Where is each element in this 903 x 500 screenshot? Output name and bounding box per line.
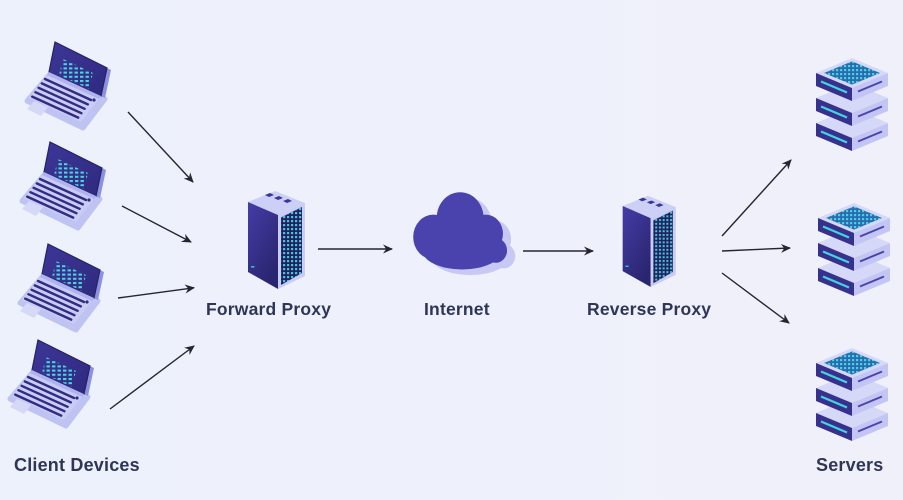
server-stack-icon	[816, 348, 888, 441]
arrow-reverse-proxy-server2	[721, 243, 791, 253]
laptop-icon	[10, 340, 94, 426]
internet-cloud-icon	[413, 192, 516, 276]
servers-label: Servers	[816, 455, 884, 475]
arrow-client2-forward-proxy	[121, 205, 192, 243]
server-stack-icon	[816, 58, 888, 151]
reverse-proxy-server-icon	[622, 195, 676, 287]
forward-proxy-label: Forward Proxy	[206, 299, 332, 319]
laptop-icon	[22, 142, 106, 228]
laptop-icon	[27, 42, 111, 128]
arrow-client1-forward-proxy	[127, 111, 194, 183]
forward-proxy-server-icon	[248, 191, 305, 289]
arrow-reverse-proxy-server3	[721, 272, 790, 324]
server-stack-icon	[818, 203, 890, 296]
arrow-client4-forward-proxy	[109, 345, 195, 410]
internet-label: Internet	[424, 299, 490, 319]
arrow-reverse-proxy-server1	[721, 159, 792, 237]
reverse-proxy-label: Reverse Proxy	[587, 299, 712, 319]
connection-arrows	[109, 111, 792, 410]
arrow-client3-forward-proxy	[117, 284, 195, 299]
client-devices-label: Client Devices	[14, 455, 140, 475]
laptop-icon	[20, 244, 104, 330]
